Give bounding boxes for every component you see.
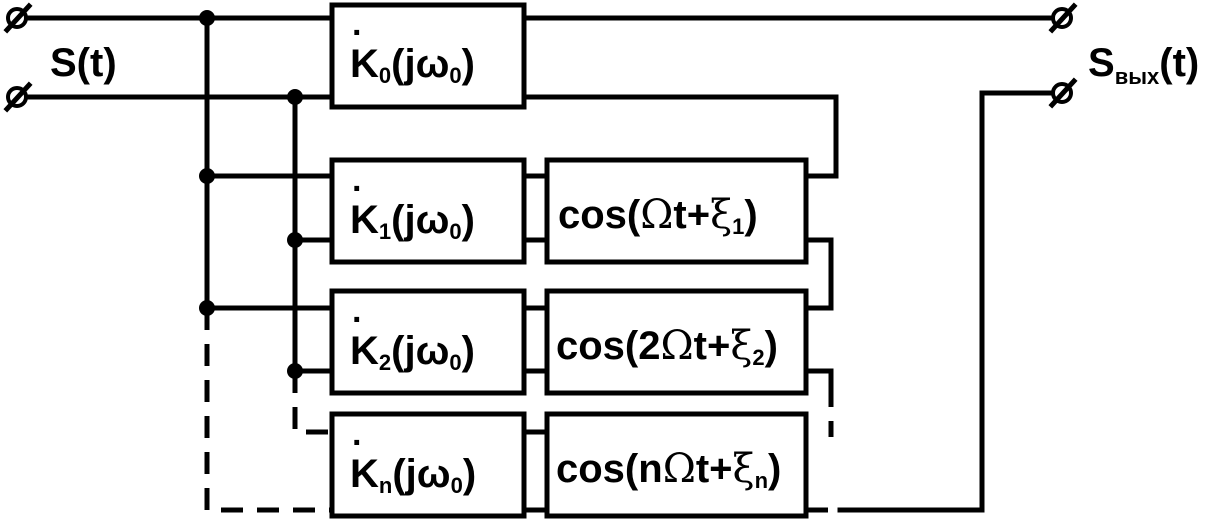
svg-text:Kn(jω0): Kn(jω0) (350, 452, 476, 498)
output-label: Sвых(t) (1088, 41, 1199, 89)
chain-cos2-stub (803, 368, 834, 388)
filter-box-2 (329, 288, 527, 396)
output-bottom-wire (837, 90, 1063, 513)
filter-label-sub: 1 (379, 219, 391, 244)
modulator-label-coef: n (638, 447, 662, 491)
modulator-label-mid: t+ (694, 324, 731, 368)
modulator-label-xi: ξ (710, 192, 732, 238)
filter-label-k: K (350, 42, 379, 86)
filter-label-close: ) (462, 198, 475, 242)
filter-label-dot: · (352, 424, 363, 462)
filter-box-0 (329, 2, 527, 110)
input-terminal-top (3, 2, 33, 34)
svg-text:K0(jω0): K0(jω0) (350, 42, 475, 88)
modulator-label-n: cos(nΩt+ξn) (556, 446, 781, 493)
input-terminal-bottom (3, 81, 33, 113)
filter-label-dot: · (352, 170, 363, 208)
modulator-label-omega: Ω (640, 192, 673, 238)
junction-dot (287, 89, 303, 105)
filter-label-1: · K1(jω0) (350, 170, 475, 244)
output-label-tail: (t) (1159, 41, 1199, 85)
modulator-label-omega: Ω (661, 323, 694, 369)
bus-1-dashed (204, 308, 332, 513)
terminals (3, 2, 1078, 113)
modulator-label-mid: t+ (673, 193, 710, 237)
modulator-label-close: ) (768, 447, 781, 491)
junction-dot (287, 363, 303, 379)
output-label-main: S (1088, 41, 1115, 85)
modulator-label-close: ) (744, 193, 757, 237)
filter-label-arg: (jω (391, 42, 449, 86)
filter-label-close: ) (462, 329, 475, 373)
filter-label-k: K (350, 452, 379, 496)
filter-label-sub: 2 (379, 350, 391, 375)
modulator-label-close: ) (765, 324, 778, 368)
filter-label-arg-sub: 0 (449, 219, 461, 244)
filter-label-close: ) (462, 42, 475, 86)
filter-label-arg-sub: 0 (451, 473, 463, 498)
modulator-label-pre: cos( (556, 324, 639, 368)
modulator-label-1: cos(Ωt+ξ1) (558, 192, 758, 239)
filter-label-n: · Kn(jω0) (350, 424, 476, 498)
boxes (329, 2, 809, 519)
filter-label-close: ) (463, 452, 476, 496)
modulator-box-n (544, 411, 809, 519)
modulator-label-xi: ξ (730, 323, 752, 369)
filter-label-dot: · (352, 301, 363, 339)
output-label-sub: вых (1115, 64, 1160, 89)
modulator-box-1 (544, 157, 809, 265)
filter-label-0: · K0(jω0) (350, 14, 475, 88)
filter-label-arg: (jω (391, 329, 449, 373)
svg-text:K2(jω0): K2(jω0) (350, 329, 475, 375)
junction-dots (199, 10, 303, 379)
input-label: S(t) (50, 41, 117, 85)
filter-label-arg: (jω (391, 198, 449, 242)
bus-2-dashed (292, 371, 332, 435)
junction-dot (199, 168, 215, 184)
modulator-label-omega: Ω (663, 446, 696, 492)
output-terminal-bottom (1048, 77, 1078, 109)
output-terminal-top (1048, 2, 1078, 34)
modulator-label-pre: cos( (558, 193, 641, 237)
modulator-label-xi-sub: 1 (732, 214, 744, 239)
junction-dot (199, 10, 215, 26)
filter-label-2: · K2(jω0) (350, 301, 475, 375)
modulator-label-xi-sub: 2 (752, 345, 764, 370)
filter-box-1 (329, 157, 527, 265)
junction-dot (199, 300, 215, 316)
filter-label-dot: · (352, 14, 363, 52)
filter-box-n (329, 411, 527, 519)
filter-label-k: K (350, 329, 379, 373)
junction-dot (287, 232, 303, 248)
modulator-label-pre: cos( (556, 447, 639, 491)
modulator-label-mid: t+ (696, 447, 733, 491)
k0-to-chain (521, 94, 839, 179)
filter-label-arg-sub: 0 (449, 63, 461, 88)
modulator-box-2 (544, 288, 809, 396)
filter-label-arg-sub: 0 (449, 350, 461, 375)
modulator-label-xi: ξ (733, 446, 755, 492)
filter-label-sub: 0 (379, 63, 391, 88)
svg-text:K1(jω0): K1(jω0) (350, 198, 475, 244)
modulator-label-xi-sub: n (755, 468, 768, 493)
chain-cos1-cos2 (803, 237, 834, 311)
filter-label-sub: n (379, 473, 392, 498)
modulator-label-2: cos(2Ωt+ξ2) (556, 323, 778, 370)
filter-label-arg: (jω (392, 452, 450, 496)
modulator-label-coef: 2 (638, 324, 660, 368)
wires (19, 15, 1063, 513)
filter-label-k: K (350, 198, 379, 242)
